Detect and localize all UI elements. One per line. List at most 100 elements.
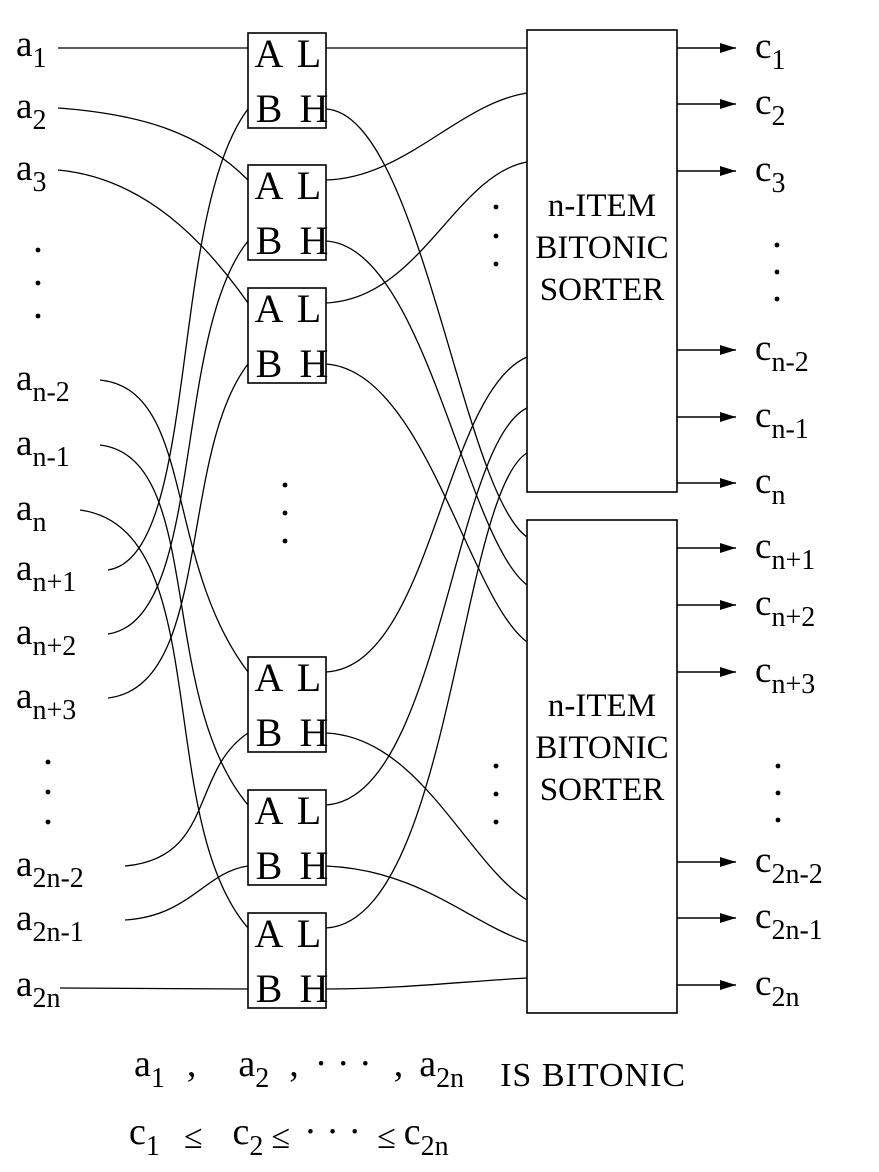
sorter-label-line: SORTER [540,772,665,808]
ellipsis-dots-before-sorter-bottom [493,763,499,825]
sorter-box-bottom: n-ITEM BITONIC SORTER [526,519,678,1014]
comparator-box-4: A L B H [247,655,329,755]
caption-ellipsis: · · · [304,1111,362,1153]
comparator-box-3: A L B H [247,286,328,386]
input-label-anp1: an+1 [16,548,77,598]
input-label-an: an [16,488,47,538]
wire-cmp3L-to-sorter1 [325,161,528,304]
wire-cmp5L-to-sorter1 [325,407,528,806]
caption-line-1: a1 , a2 , · · · , a2n IS BITONIC [134,1042,686,1096]
caption-ellipsis: · · · [314,1043,372,1085]
wire-anp3-to-cmp3B [107,363,249,699]
output-label-c2n2: c2n-2 [755,840,823,890]
comparator-b-label: B [256,86,283,131]
output-label-c2: c2 [755,82,786,132]
wire-a2n-to-cmp6B [59,987,249,990]
input-label-a1: a1 [16,24,47,74]
wire-cmp6L-to-sorter1 [325,452,528,929]
wire-an2-to-cmp4A [99,379,249,673]
caption-a2: a2 [238,1043,270,1094]
wire-a2-to-cmp2A [57,107,249,181]
output-label-cnp2: cn+2 [755,583,816,633]
sorter-label-line: n-ITEM [548,188,656,224]
comparator-h-label: H [300,843,329,888]
input-label-a2: a2 [16,86,47,136]
input-label-anp3: an+3 [16,676,77,726]
comparator-l-label: L [297,31,321,76]
wire-cmp1H-to-sorter2 [325,108,528,538]
comparator-box-1: A L B H [247,31,329,131]
caption-is-bitonic: IS BITONIC [500,1057,687,1094]
comparator-box-2: A L B H [247,163,329,263]
comparator-box-6: A L B H [247,911,329,1011]
ellipsis-dots-inputs-top [35,247,41,319]
input-label-an1: an-1 [16,423,70,473]
comparator-l-label: L [297,163,321,208]
caption-c2: c2 [232,1111,264,1162]
sorter-label-line: BITONIC [535,230,668,266]
output-label-c2n: c2n [755,963,800,1013]
caption-comma: , [393,1043,404,1085]
comparator-h-label: H [300,710,329,755]
caption-leq: ≤ [377,1119,396,1156]
comparator-l-label: L [297,788,321,833]
wire-cmp5H-to-sorter2 [325,865,528,943]
comparator-box-5: A L B H [247,788,329,888]
caption-c2n: c2n [403,1111,449,1162]
wire-anp2-to-cmp2B [107,240,249,635]
caption-a2n: a2n [419,1043,465,1094]
input-label-a3: a3 [16,148,47,198]
ellipsis-dots-inputs-bottom [45,759,51,825]
ellipsis-dots-outputs-bottom [775,763,781,823]
comparator-b-label: B [256,710,283,755]
comparator-b-label: B [256,843,283,888]
wire-anp1-to-cmp1B [107,108,249,571]
comparator-b-label: B [256,218,283,263]
comparator-b-label: B [256,966,283,1011]
caption-comma: , [186,1043,197,1085]
comparator-a-label: A [255,286,284,331]
sorter-box-top: n-ITEM BITONIC SORTER [526,29,678,493]
comparator-a-label: A [255,788,284,833]
comparator-l-label: L [297,911,321,956]
wire-a2n1-to-cmp5B [124,865,249,921]
comparator-h-label: H [300,218,329,263]
comparator-l-label: L [297,286,321,331]
input-label-an2: an-2 [16,358,70,408]
comparator-h-label: H [300,966,329,1011]
comparator-b-label: B [256,341,283,386]
output-label-cn1: cn-1 [755,395,809,445]
output-label-c3: c3 [755,149,786,199]
output-label-c2n1: c2n-1 [755,896,823,946]
wire-cmp6H-to-sorter2 [325,977,528,990]
input-label-a2n2: a2n-2 [16,844,84,894]
caption-line-2: c1 ≤ c2 ≤ · · · ≤ c2n [129,1110,449,1164]
ellipsis-dots-outputs-top [774,242,780,302]
wire-a2n2-to-cmp4B [124,732,249,867]
comparator-l-label: L [297,655,321,700]
input-label-a2n1: a2n-1 [16,898,84,948]
input-label-a2n: a2n [16,964,61,1014]
wire-cmp3H-to-sorter2 [325,363,528,643]
wire-cmp4H-to-sorter2 [325,732,528,901]
comparator-a-label: A [255,31,284,76]
caption-comma: , [289,1043,299,1085]
output-label-cn: cn [755,461,786,511]
output-label-cnp1: cn+1 [755,526,816,576]
wire-cmp2H-to-sorter2 [325,240,528,586]
wire-a3-to-cmp3A [57,169,249,304]
ellipsis-dots-before-sorter-top [493,204,499,267]
comparator-a-label: A [255,911,284,956]
caption-a1: a1 [134,1043,165,1094]
output-label-c1: c1 [755,26,786,76]
caption-leq: ≤ [271,1119,291,1156]
comparator-h-label: H [300,86,329,131]
wire-an1-to-cmp5A [99,444,249,806]
wire-an-to-cmp6A [79,509,249,929]
wire-cmp2L-to-sorter1 [325,92,528,181]
sorter-label-line: SORTER [540,272,665,308]
wire-cmp4L-to-sorter1 [325,356,528,673]
output-label-cnp3: cn+3 [755,650,816,700]
